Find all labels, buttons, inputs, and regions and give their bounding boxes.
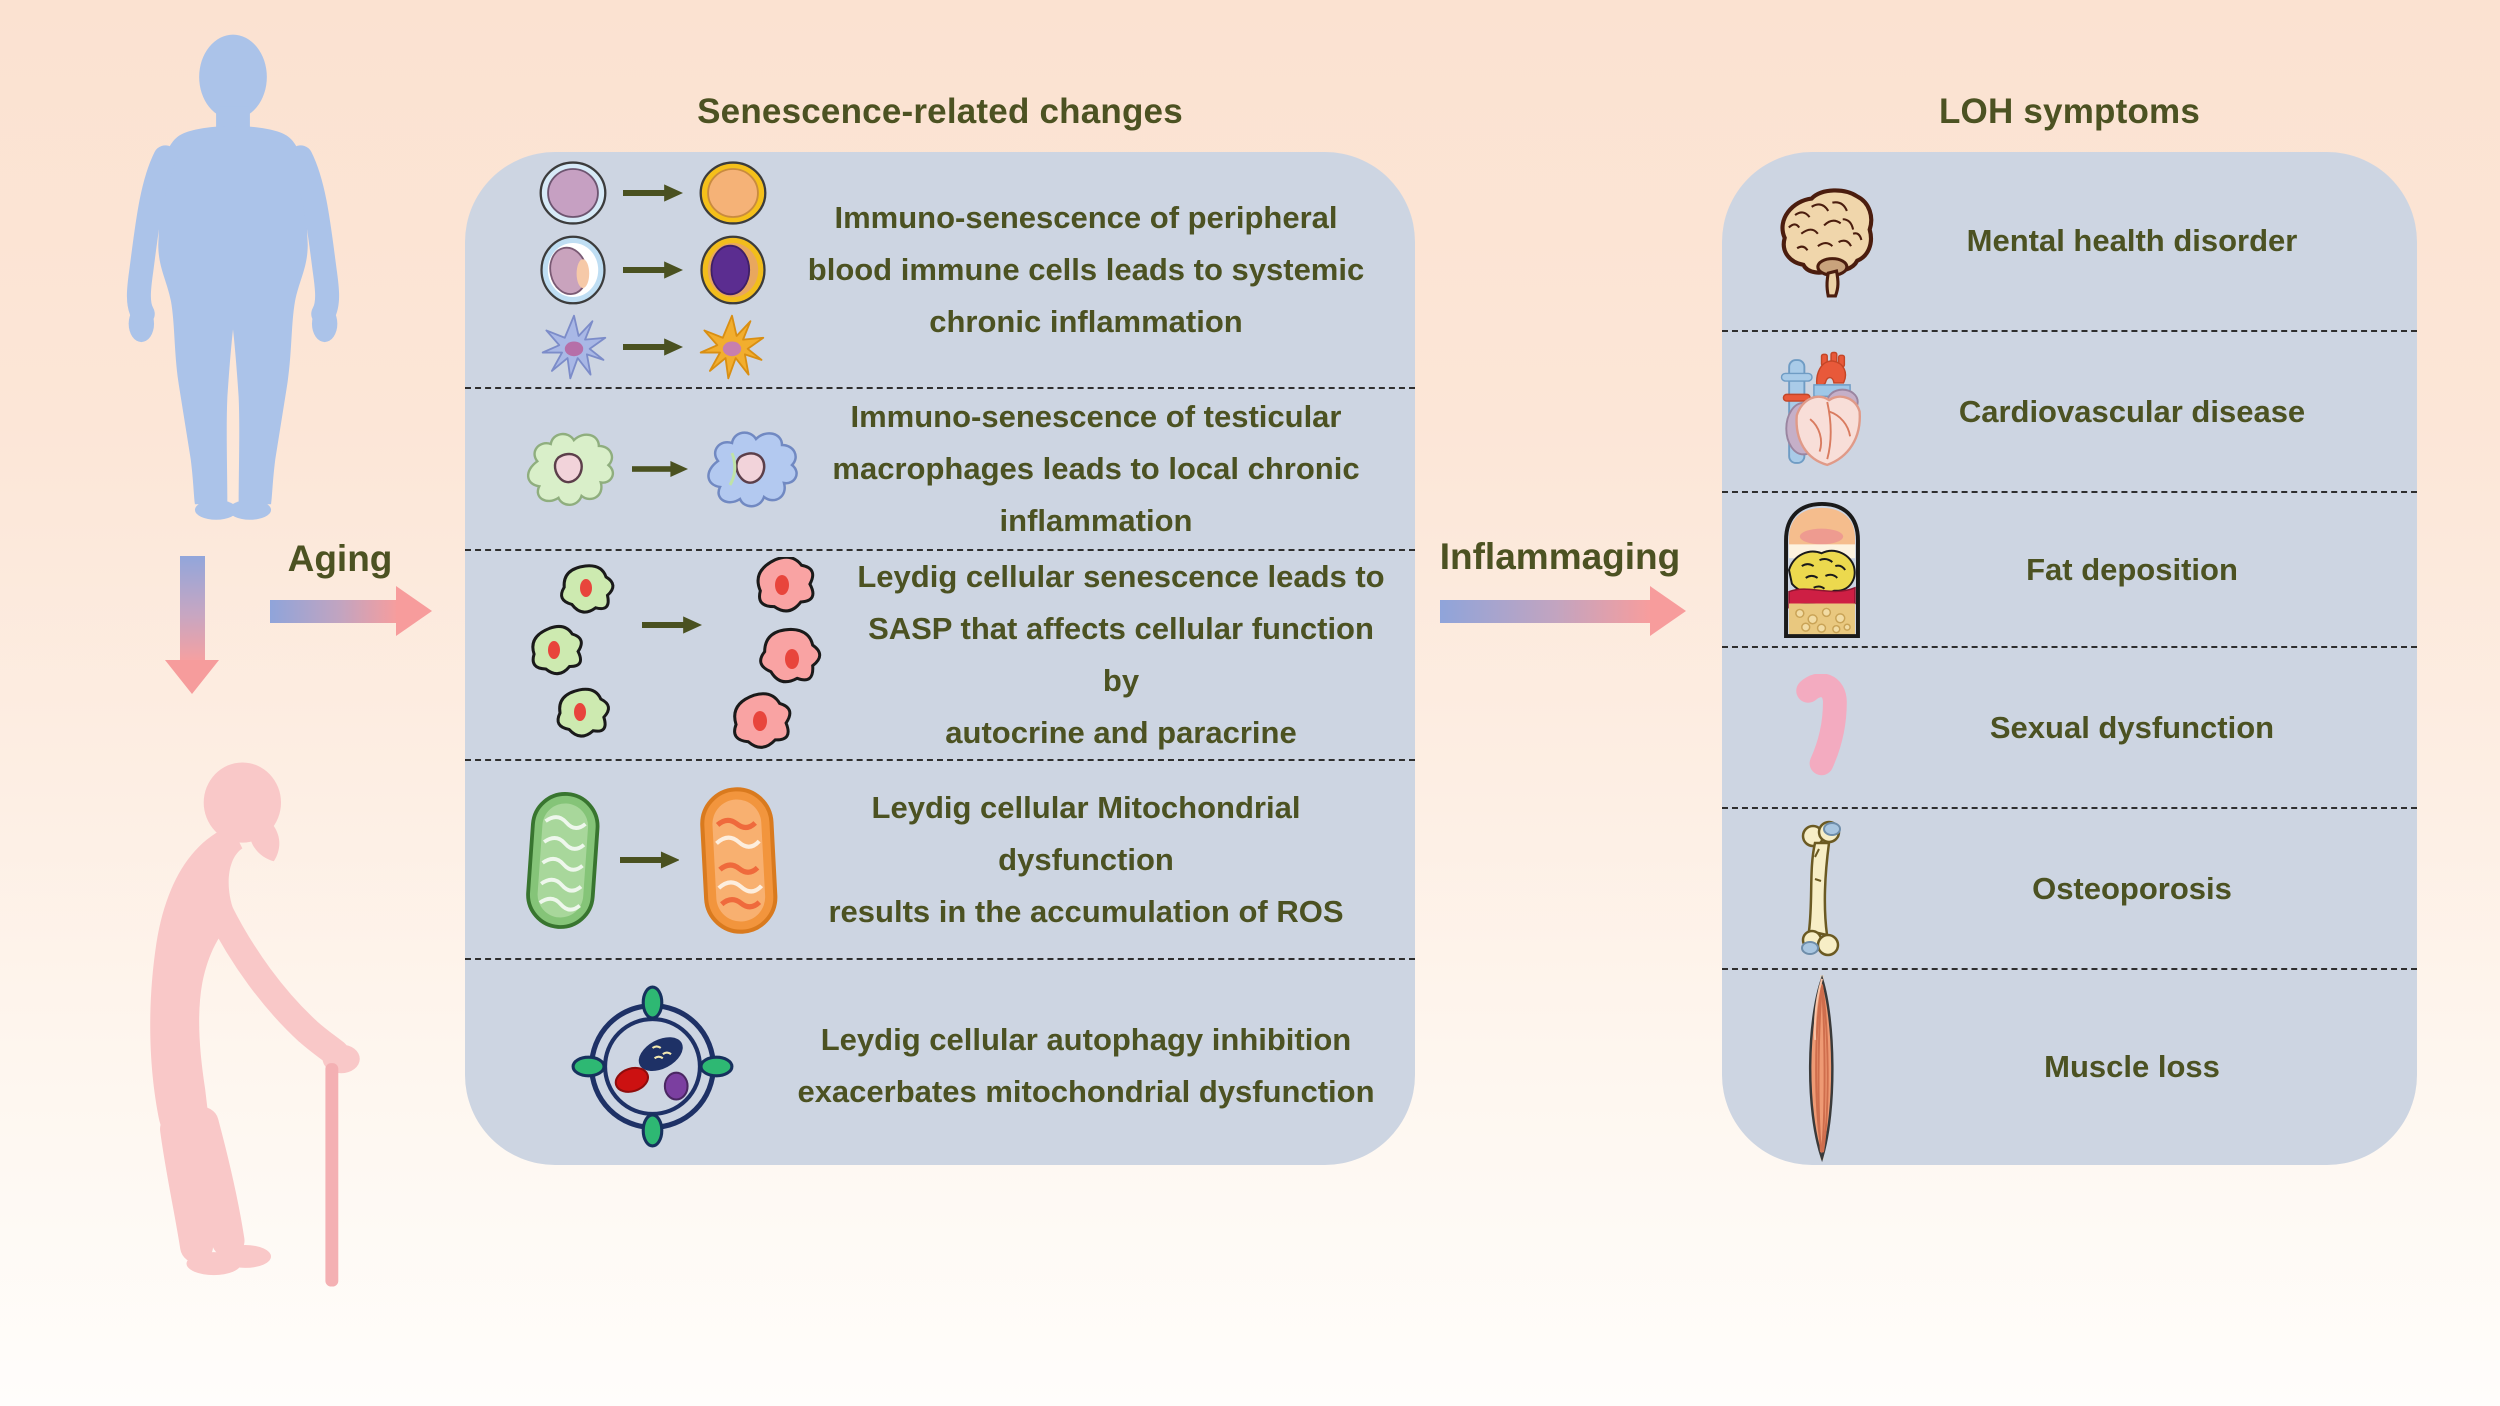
loh-row-muscle-loss: Muscle loss: [1722, 970, 2417, 1163]
aging-arrow-head: [396, 586, 432, 636]
leydig-cells-normal-icon: [531, 564, 615, 738]
loh-row-label: Mental health disorder: [1966, 223, 2298, 258]
macrophage-senescent-icon: [707, 431, 798, 508]
leydig-cells-senescing-icon: [520, 557, 855, 753]
arrow-right-icon: [622, 260, 683, 279]
macrophage-senescing-icon: [520, 419, 805, 519]
mitochondrion-normal-icon: [526, 791, 600, 929]
muscle-icon: [1747, 971, 1897, 1163]
loh-panel-title: LOH symptoms: [1938, 92, 2201, 131]
senescence-row-immune-cells: Immuno-senescence of peripheral blood im…: [465, 152, 1415, 389]
adipose-tissue-icon: [1747, 501, 1897, 639]
loh-row-label: Osteoporosis: [2032, 870, 2232, 906]
loh-row-sexual-dysfunction: Sexual dysfunction: [1722, 648, 2417, 809]
loh-row-label: Muscle loss: [2044, 1048, 2220, 1084]
bone-icon: [1747, 819, 1897, 959]
macrophage-normal-icon: [526, 432, 614, 507]
inflammaging-arrow-body: [1440, 600, 1650, 623]
arrow-right-icon: [642, 616, 702, 634]
loh-row-cardiovascular: Cardiovascular disease: [1722, 332, 2417, 493]
arrow-right-icon: [619, 850, 680, 869]
mitochondrion-dysfunctional-icon: [700, 786, 778, 934]
loh-row-label: Sexual dysfunction: [1989, 709, 2275, 745]
brain-icon: [1747, 184, 1897, 298]
aging-label: Aging: [287, 538, 393, 579]
leydig-cells-senescent-icon: [733, 557, 822, 749]
senescence-row-mitochondria: Leydig cellular Mitochondrial dysfunctio…: [465, 761, 1415, 960]
immune-cell-normal-icon: [539, 160, 606, 225]
cane: [325, 1063, 339, 1287]
elderly-man-with-cane-silhouette: [150, 762, 360, 1287]
young-man-silhouette: [126, 34, 340, 520]
senescence-row-text: Immuno-senescence of testicular macropha…: [832, 399, 1360, 538]
loh-row-osteoporosis: Osteoporosis: [1722, 809, 2417, 970]
senescence-panel-title: Senescence-related changes: [697, 92, 1183, 131]
heart-icon: [1747, 350, 1897, 474]
autophagy-inhibition-icon: [520, 984, 785, 1149]
penis-icon: [1747, 673, 1897, 782]
senescence-row-autophagy: Leydig cellular autophagy inhibition exa…: [465, 960, 1415, 1172]
loh-row-label: Cardiovascular disease: [1958, 393, 2306, 429]
aging-arrow-body: [270, 600, 398, 623]
senescence-panel: Immuno-senescence of peripheral blood im…: [465, 152, 1415, 1165]
arrow-right-icon: [622, 337, 683, 356]
lymphocyte-normal-icon: [539, 235, 606, 304]
senescence-row-text: Leydig cellular autophagy inhibition exa…: [797, 1022, 1375, 1109]
aging-down-arrow-body: [180, 556, 205, 662]
immune-cell-senescent-icon: [699, 160, 766, 225]
senescence-row-text: Immuno-senescence of peripheral blood im…: [807, 199, 1365, 339]
loh-panel: Mental health disorder: [1722, 152, 2417, 1165]
immune-cells-senescing-icon: [520, 158, 785, 382]
senescence-row-text: Leydig cellular senescence leads to SASP…: [857, 559, 1385, 750]
inflammaging-label: Inflammaging: [1439, 536, 1681, 577]
mitochondria-dysfunction-icon: [520, 780, 785, 940]
autophagosome-icon: [571, 985, 734, 1147]
loh-row-label: Fat deposition: [2026, 551, 2238, 587]
senescence-row-text: Leydig cellular Mitochondrial dysfunctio…: [828, 789, 1344, 929]
loh-row-fat-deposition: Fat deposition: [1722, 493, 2417, 648]
aging-down-arrow-head: [165, 660, 219, 694]
arrow-right-icon: [632, 461, 688, 477]
loh-row-mental-health: Mental health disorder: [1722, 152, 2417, 332]
senescence-row-macrophages: Immuno-senescence of testicular macropha…: [465, 389, 1415, 551]
senescence-row-leydig-senescence: Leydig cellular senescence leads to SASP…: [465, 551, 1415, 761]
arrow-right-icon: [622, 183, 683, 202]
dendritic-cell-senescent-icon: [699, 314, 764, 379]
inflammaging-arrow-head: [1650, 586, 1686, 636]
lymphocyte-senescent-icon: [699, 235, 766, 304]
dendritic-cell-normal-icon: [541, 314, 606, 379]
